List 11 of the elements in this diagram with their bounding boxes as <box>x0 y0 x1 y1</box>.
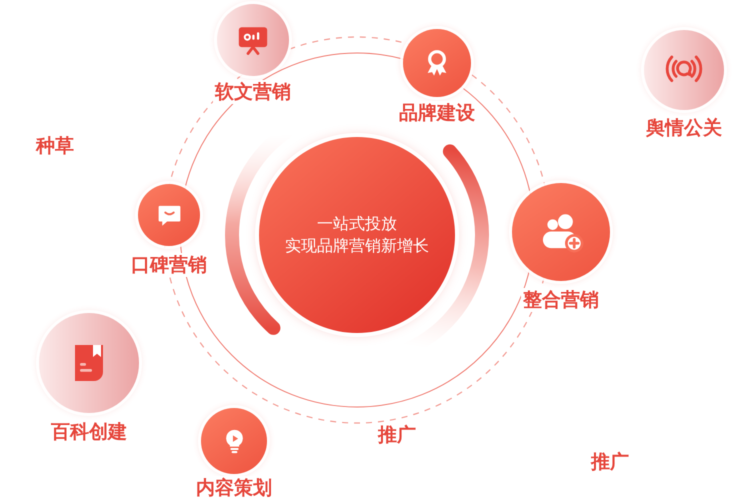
node-label: 品牌建设 <box>397 101 477 125</box>
headline-text: 一站式投放 <box>317 213 397 235</box>
node-label: 推广 <box>589 450 631 474</box>
node-label: 百科创建 <box>49 420 129 444</box>
node-label: 整合营销 <box>521 288 601 312</box>
node-label: 内容策划 <box>194 476 274 500</box>
node-label: 软文营销 <box>213 80 293 104</box>
node-label: 推广 <box>376 423 418 447</box>
node-label: 舆情公关 <box>644 116 724 140</box>
tagline-text: 实现品牌营销新增长 <box>285 235 429 257</box>
node-label: 种草 <box>34 134 76 158</box>
